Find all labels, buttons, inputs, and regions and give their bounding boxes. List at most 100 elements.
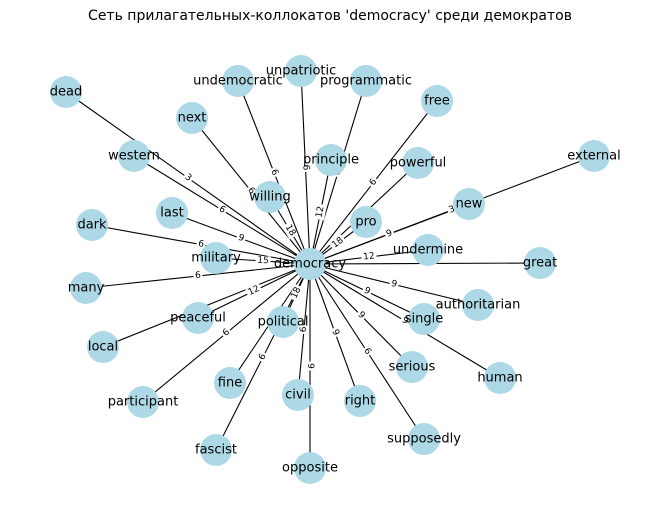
edge-weight-group-western: 6 [215,203,229,217]
edge-weight-bg-pro [328,234,348,252]
chart-title: Сеть прилагательных-коллокатов 'democrac… [88,8,572,24]
node-principle [315,144,347,176]
edge-weight-bg-unpatriotic [300,162,311,173]
node-western [118,140,150,172]
edge-weight-single: 9 [362,286,372,298]
node-label-dead: dead [50,85,82,100]
edge-weight-group-dark: 6 [195,238,207,251]
node-peaceful [182,302,214,334]
node-free [421,85,453,117]
edge-weight-group-serious: 9 [354,308,368,323]
node-local [87,331,119,363]
node-label-serious: serious [389,360,436,375]
node-right [344,385,376,417]
edge-weight-group-participant: 6 [219,326,234,340]
node-label-political: political [258,315,309,330]
node-label-last: last [160,206,183,221]
node-political [267,306,299,338]
edge-weight-external: 3 [448,204,457,215]
node-label-programmatic: programmatic [320,74,412,89]
edge-weight-bg-many [192,270,204,282]
node-label-undemocratic: undemocratic [193,74,283,89]
edge-weight-labels-layer: 36661861266181893129999699618661261569 [181,162,458,371]
node-human [484,362,516,394]
edge-weight-group-right: 9 [328,326,342,339]
node-label-fascist: fascist [195,443,237,458]
node-label-local: local [88,340,118,355]
node-participant [127,386,159,418]
node-label-supposedly: supposedly [387,432,461,447]
node-willing [254,181,286,213]
node-authoritarian [462,289,494,321]
node-label-human: human [477,371,522,386]
edge-weight-bg-serious [354,308,368,323]
node-label-new: new [456,197,483,212]
edge-weight-last: 9 [237,233,246,244]
node-next [176,102,208,134]
edge-weight-many: 6 [195,271,202,282]
edge-weight-civil: 6 [299,326,310,333]
edge-weight-free: 6 [368,177,380,188]
edge-weight-political: 18 [290,285,304,300]
node-label-opposite: opposite [282,461,338,476]
node-civil [282,379,314,411]
edge-weight-bg-military [255,255,271,267]
node-democracy [294,248,326,280]
edge-weight-bg-last [235,232,247,245]
node-label-participant: participant [108,395,179,410]
edge-weight-group-opposite: 9 [305,361,315,371]
edge-weight-group-principle: 12 [314,203,327,221]
node-label-free: free [424,94,450,109]
node-label-civil: civil [285,388,311,403]
edge-weight-bg-dead [181,171,195,185]
node-supposedly [408,423,440,455]
edge-weight-bg-new [383,227,396,241]
node-label-many: many [68,281,105,296]
edge-weight-bg-civil [298,324,310,335]
edge-weight-bg-western [215,203,229,217]
node-label-military: military [191,251,241,266]
node-dead [50,76,82,108]
edge-weight-group-unpatriotic: 6 [300,162,311,173]
edge-weight-group-undemocratic: 6 [267,166,281,179]
edge-weight-group-willing: 18 [281,221,299,240]
edge-weight-bg-free [366,175,381,190]
edge-weight-authoritarian: 9 [390,279,398,290]
edge-weight-bg-fascist [256,350,270,364]
node-label-peaceful: peaceful [170,311,226,326]
node-label-right: right [345,394,376,409]
edge-weight-new: 9 [385,228,394,239]
edge-weight-undermine: 12 [363,251,376,262]
edge-weight-fascist: 6 [257,352,269,362]
edge-weight-group-last: 9 [235,232,247,245]
edge-weight-bg-undermine [360,251,378,263]
node-labels-layer: democracydeadundemocraticunpatrioticprog… [50,64,621,476]
edge-weight-peaceful: 12 [247,284,262,298]
node-last [156,197,188,229]
edge-weight-bg-single [360,285,374,298]
edge-weight-opposite: 9 [305,363,315,369]
node-dark [76,209,108,241]
edge-weight-group-dead: 3 [181,171,195,185]
edge-weight-bg-right [328,326,342,339]
node-many [70,272,102,304]
node-undemocratic [222,65,254,97]
node-fine [214,367,246,399]
node-label-great: great [523,256,557,271]
edge-weight-group-authoritarian: 9 [388,278,400,291]
edge-weight-group-supposedly: 6 [360,345,374,358]
edge-weight-group-political: 18 [288,284,305,302]
edge-weight-bg-participant [219,326,234,340]
edge-weight-group-free: 6 [366,175,381,190]
edge-weight-group-new: 9 [383,227,396,241]
edge-weight-bg-supposedly [360,345,374,358]
edge-weight-bg-peaceful [245,283,263,299]
node-external [578,140,610,172]
edge-weight-military: 15 [257,256,269,267]
node-single [408,303,440,335]
edge-weight-bg-undemocratic [267,166,281,179]
edge-weight-right: 9 [329,328,340,337]
node-great [524,247,556,279]
edge-weight-bg-next [244,184,258,198]
node-pro [350,206,382,238]
